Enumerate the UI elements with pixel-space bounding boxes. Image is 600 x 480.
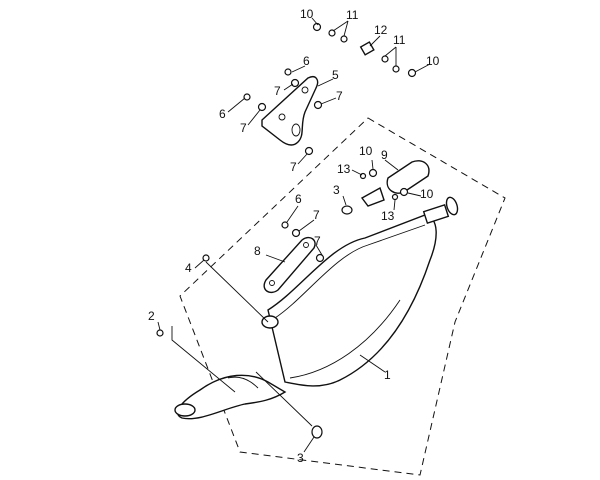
bracket-5-hole (291, 123, 301, 137)
fasteners (156, 22, 417, 439)
callout-6: 6 (219, 107, 226, 121)
bracket-8-hole (303, 242, 309, 248)
assembly-boundary (179, 117, 506, 476)
callout-11: 11 (393, 33, 406, 47)
callout-5: 5 (332, 68, 339, 82)
bracket-5-hole (301, 86, 309, 94)
gasket-flange (360, 186, 385, 207)
leader-lines (157, 17, 431, 453)
bracket-8 (263, 236, 316, 294)
callout-7: 7 (314, 234, 321, 248)
callout-6: 6 (295, 192, 302, 206)
callout-13: 13 (381, 209, 395, 223)
header-pipe-inlet (174, 403, 196, 417)
callout-7: 7 (290, 160, 297, 174)
callout-13: 13 (337, 162, 351, 176)
callout-3: 3 (333, 183, 340, 197)
callout-9: 9 (381, 148, 388, 162)
tailpipe-tip (445, 196, 459, 216)
header-pipe (177, 374, 287, 420)
callout-10: 10 (300, 7, 314, 21)
header-pipe-seam (227, 376, 259, 389)
callout-7: 7 (336, 89, 343, 103)
callout-10: 10 (426, 54, 440, 68)
bracket-5 (261, 76, 319, 146)
callout-11: 11 (346, 8, 359, 22)
callout-2: 2 (148, 309, 155, 323)
mounting-tab (261, 315, 279, 329)
silencer-9 (386, 160, 430, 194)
callout-10: 10 (420, 187, 434, 201)
bracket-8-hole (269, 280, 275, 286)
callout-10: 10 (359, 144, 373, 158)
bracket-5-hole (278, 113, 286, 121)
callout-7: 7 (313, 208, 320, 222)
callout-1: 1 (384, 368, 391, 382)
callout-3: 3 (297, 451, 304, 465)
tailpipe-outlet (422, 204, 450, 224)
callout-8: 8 (254, 244, 261, 258)
muffler-body (267, 214, 437, 387)
muffler-seam (289, 299, 401, 379)
callout-4: 4 (185, 261, 192, 275)
callout-7: 7 (274, 84, 281, 98)
callout-7: 7 (240, 121, 247, 135)
callout-6: 6 (303, 54, 310, 68)
muffler-seam (274, 224, 426, 319)
callout-12: 12 (374, 23, 388, 37)
